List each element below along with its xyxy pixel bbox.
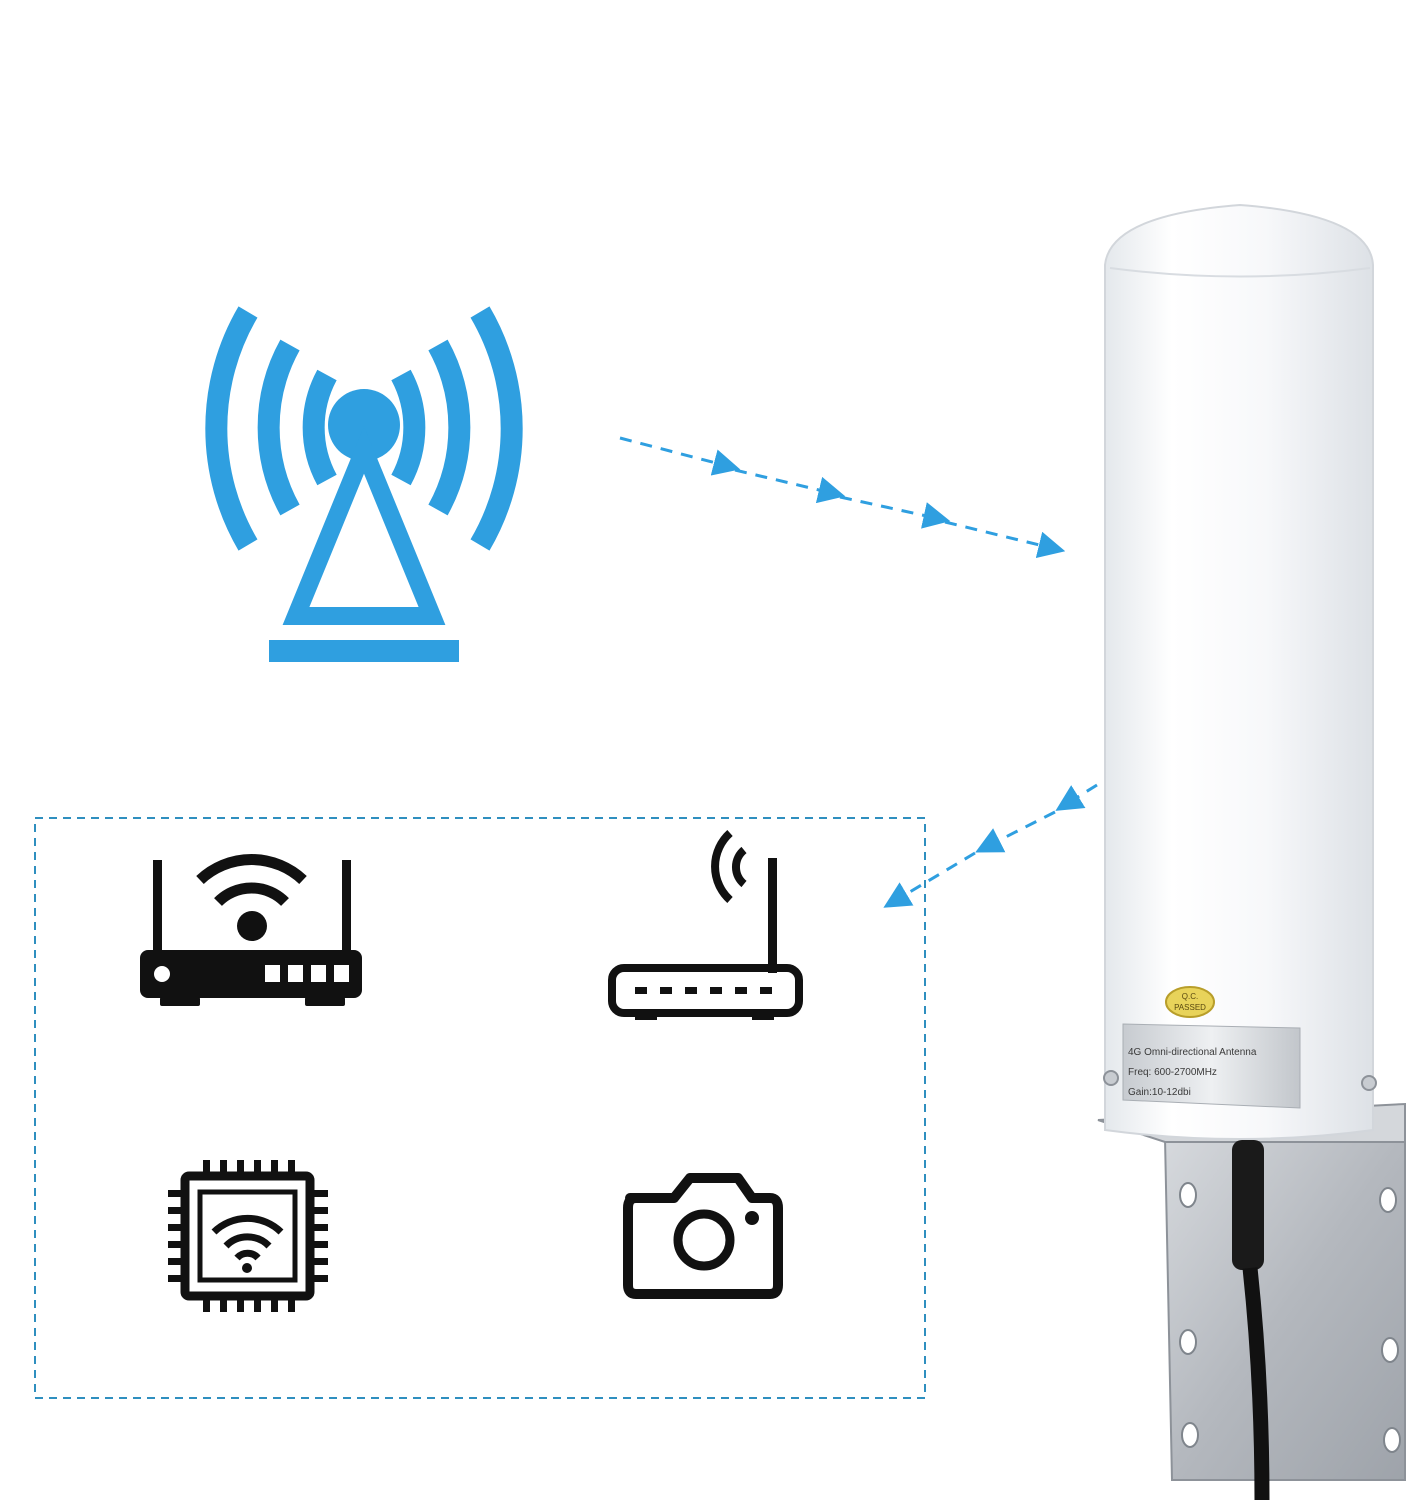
wifi-router-icon bbox=[140, 854, 362, 1006]
antenna-product-image: Q.C. PASSED 4G Omni-directional Antenna … bbox=[1097, 203, 1406, 1500]
antenna-spec-label: 4G Omni-directional Antenna Freq: 600-27… bbox=[1122, 1023, 1301, 1109]
cell-tower-icon bbox=[205, 306, 523, 662]
wifi-chip-icon bbox=[168, 1160, 328, 1312]
signal-arrow-in bbox=[619, 436, 1066, 559]
qc-passed-sticker: Q.C. PASSED bbox=[1165, 986, 1215, 1018]
antenna-label-line1: 4G Omni-directional Antenna bbox=[1128, 1047, 1257, 1058]
antenna-label-line3: Gain:10-12dbi bbox=[1128, 1087, 1191, 1098]
coax-cable bbox=[1232, 1140, 1270, 1500]
qc-sticker-line2: PASSED bbox=[1174, 1003, 1206, 1012]
signal-arrow-out bbox=[883, 783, 1098, 908]
antenna-router-icon bbox=[608, 830, 803, 1020]
devices-frame bbox=[34, 817, 926, 1399]
qc-sticker-line1: Q.C. bbox=[1182, 992, 1198, 1001]
camera-icon bbox=[623, 1173, 783, 1299]
antenna-label-line2: Freq: 600-2700MHz bbox=[1128, 1067, 1217, 1078]
